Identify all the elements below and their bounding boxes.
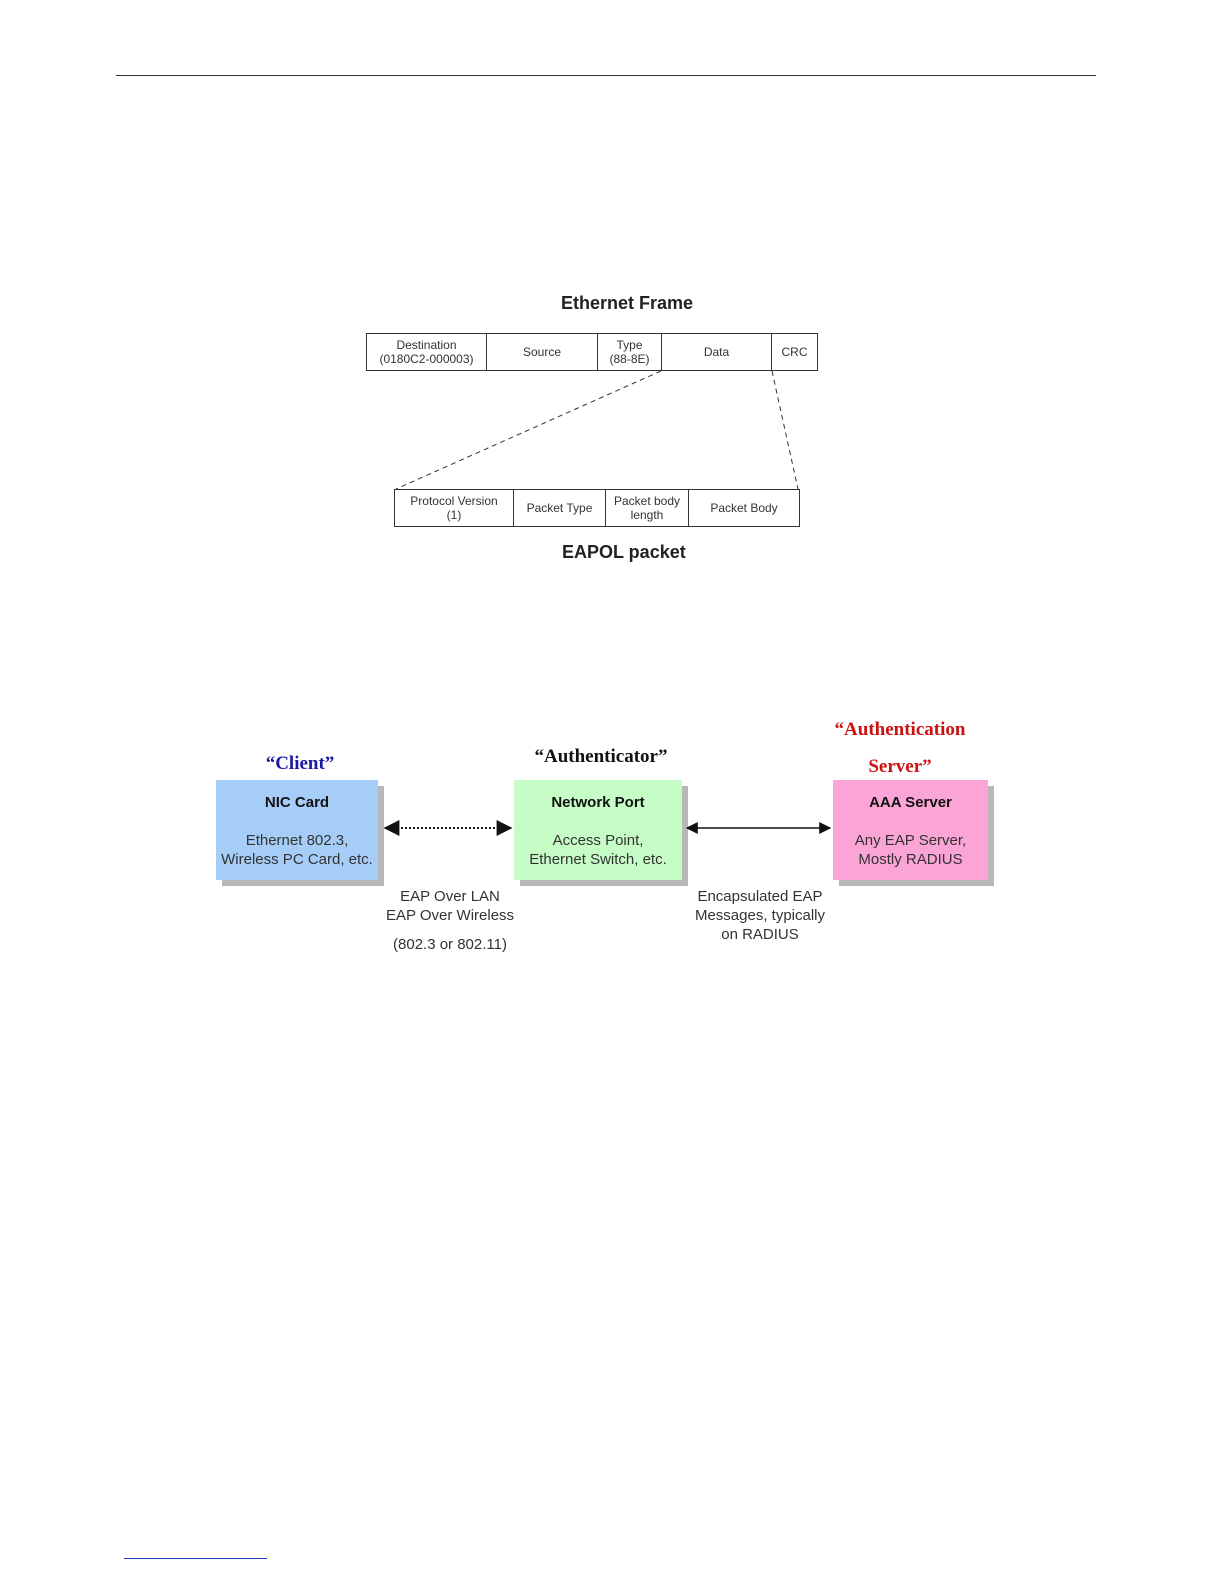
node-aaa-server-desc: Any EAP Server, Mostly RADIUS <box>854 832 967 868</box>
eapol-field-packet-type: Packet Type <box>514 490 606 526</box>
ethernet-frame-table: Destination (0180C2-000003) Source Type … <box>366 333 818 371</box>
connector-arrows <box>383 820 832 836</box>
role-label-client: “Client” <box>265 753 335 774</box>
ethernet-frame-title: Ethernet Frame <box>561 293 694 313</box>
footnote-rule <box>124 1558 267 1559</box>
expansion-line-left <box>395 370 662 490</box>
eapol-packet-title: EAPOL packet <box>562 542 686 562</box>
header-rule <box>116 75 1096 76</box>
link-label-authenticator-server: Encapsulated EAP Messages, typically on … <box>694 888 826 943</box>
expansion-lines <box>395 370 799 490</box>
role-label-server: “Authentication Server” <box>834 719 966 777</box>
frame-field-source: Source <box>487 334 598 370</box>
frame-field-type: Type (88-8E) <box>598 334 662 370</box>
eapol-field-packet-body: Packet Body <box>710 501 778 515</box>
node-network-port-desc: Access Point, Ethernet Switch, etc. <box>529 832 667 868</box>
node-aaa-server: AAA Server Any EAP Server, Mostly RADIUS <box>833 780 988 880</box>
node-nic-card-desc: Ethernet 802.3, Wireless PC Card, etc. <box>221 832 373 868</box>
node-aaa-server-title: AAA Server <box>869 794 952 811</box>
node-network-port: Network Port Access Point, Ethernet Swit… <box>514 780 682 880</box>
node-nic-card-title: NIC Card <box>264 794 330 811</box>
link-sublabel-client-authenticator: (802.3 or 802.11) <box>393 936 507 953</box>
expansion-line-right <box>771 370 799 490</box>
node-nic-card: NIC Card Ethernet 802.3, Wireless PC Car… <box>216 780 378 880</box>
eapol-field-protocol-version: Protocol Version (1) <box>395 490 514 526</box>
link-label-client-authenticator: EAP Over LAN EAP Over Wireless <box>385 888 515 924</box>
frame-field-crc: CRC <box>781 345 808 359</box>
eapol-packet-table: Protocol Version (1) Packet Type Packet … <box>394 489 800 527</box>
node-network-port-title: Network Port <box>551 794 645 811</box>
eapol-field-packet-body-length: Packet body length <box>606 490 689 526</box>
frame-field-data: Data <box>662 334 772 370</box>
role-label-authenticator: “Authenticator” <box>534 746 668 767</box>
frame-field-destination: Destination (0180C2-000003) <box>367 334 487 370</box>
